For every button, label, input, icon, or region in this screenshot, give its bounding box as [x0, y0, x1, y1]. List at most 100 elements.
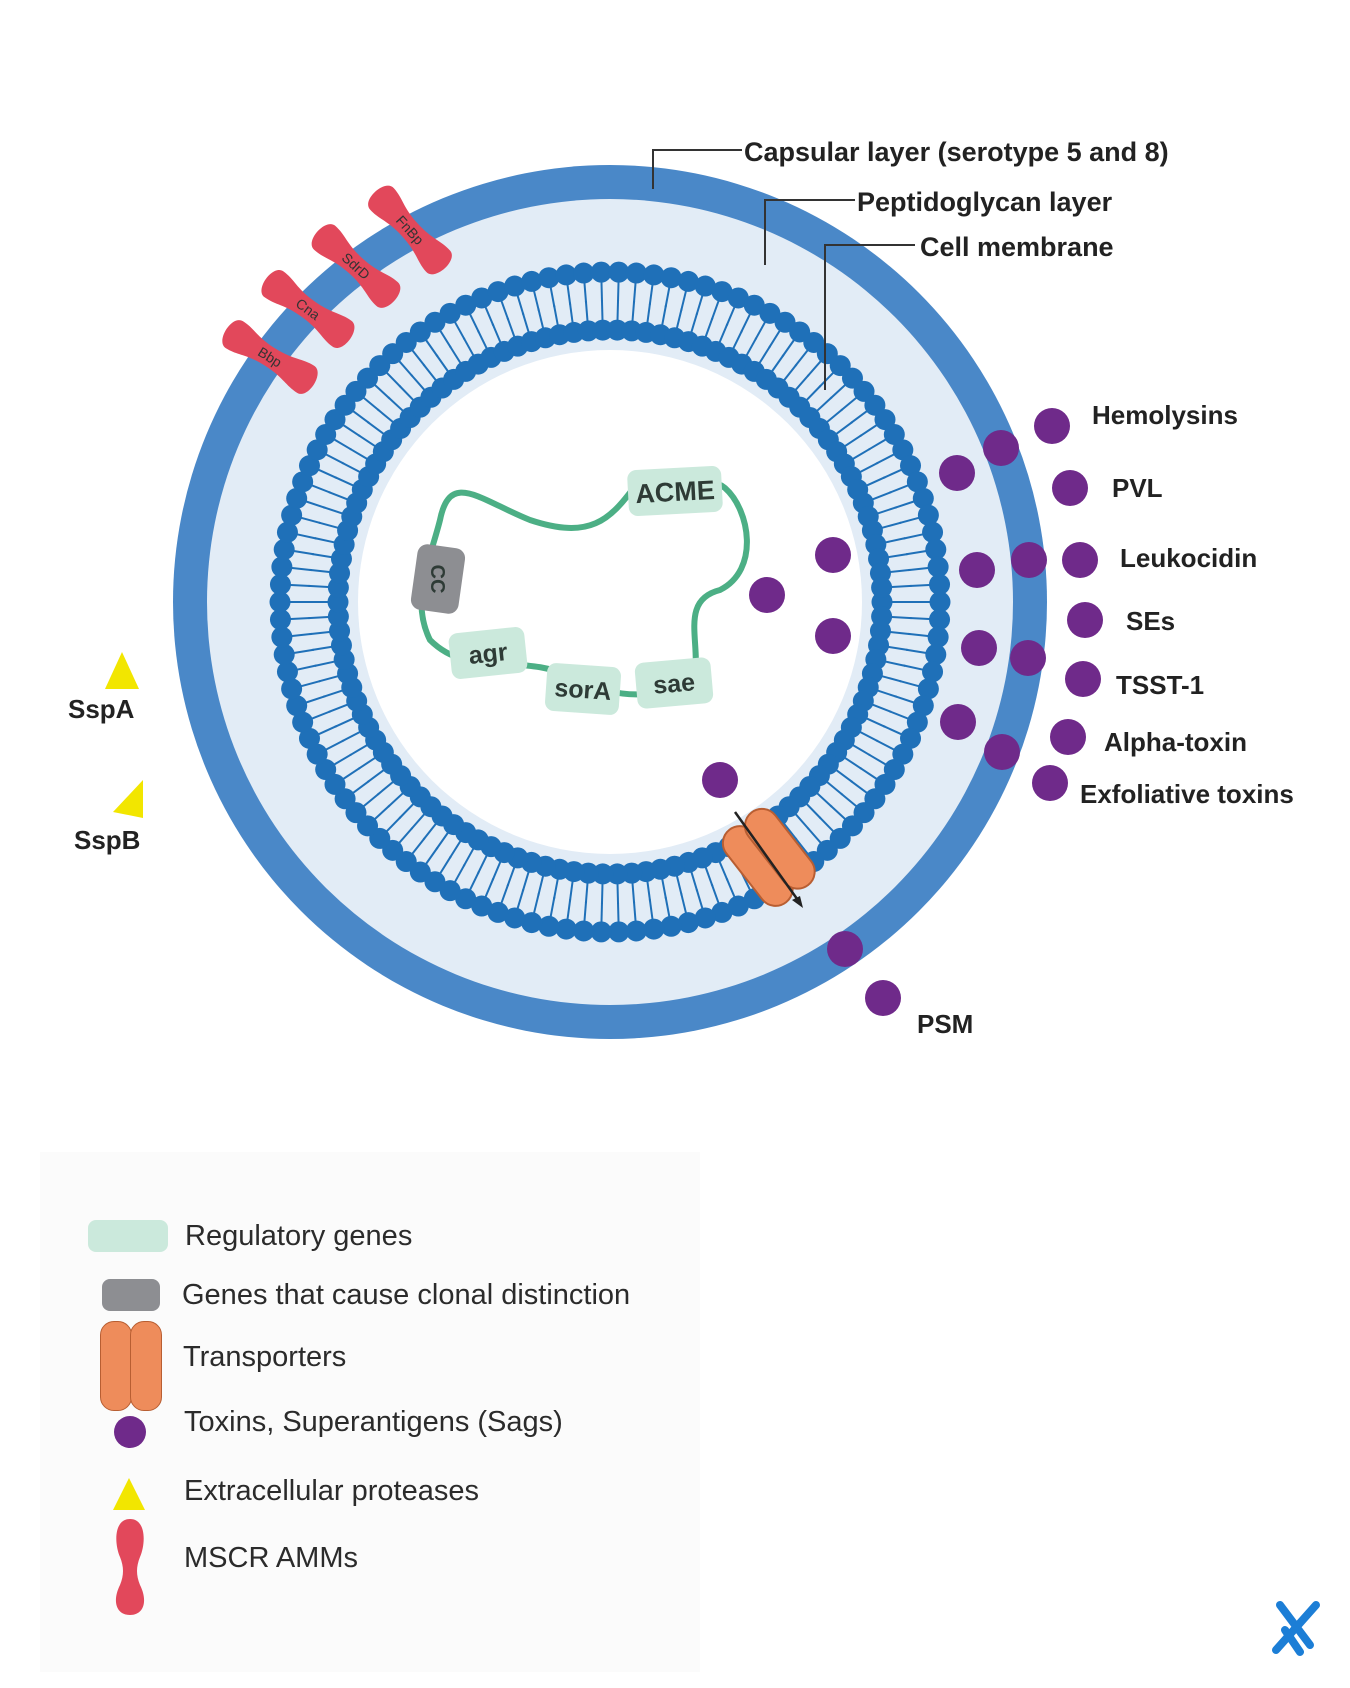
lipid-tail	[506, 317, 516, 339]
lipid-tail	[804, 384, 822, 403]
lipid-tail	[424, 846, 439, 867]
lipid-head	[906, 471, 928, 493]
lipid-tail	[675, 873, 683, 896]
lipid-tail	[448, 838, 463, 859]
svg-text:sae: sae	[652, 668, 696, 700]
lipid-tail	[793, 374, 810, 392]
lipid-tail	[889, 710, 911, 721]
lipid-tail	[660, 876, 667, 899]
gene-acme: ACME	[627, 466, 723, 516]
lipid-tail	[516, 888, 525, 911]
lipid-tail	[410, 812, 427, 830]
peptidoglycan-callout-line	[764, 199, 855, 265]
lipid-tail	[744, 337, 758, 358]
lipid-tail	[291, 549, 314, 556]
lipid-tail	[903, 532, 925, 540]
toxin-dot	[961, 630, 997, 666]
protease-sspb-label: SspB	[74, 825, 140, 855]
lipid-tail	[553, 876, 560, 899]
lipid-tail	[295, 532, 317, 540]
lipid-tail	[491, 323, 503, 345]
lipid-tail	[334, 476, 356, 488]
lipid-head	[900, 455, 922, 477]
lipid-tail	[422, 821, 438, 841]
toxin-label-exfoliative: Exfoliative toxins	[1080, 779, 1294, 809]
lipid-tail	[448, 345, 463, 366]
lipid-tail	[314, 660, 337, 667]
lipid-tail	[288, 583, 311, 588]
toxin-dot	[865, 980, 901, 1016]
lipid-tail	[909, 616, 932, 621]
lipid-tail	[664, 285, 671, 308]
lipid-tail	[299, 516, 321, 525]
lipid-tail	[850, 743, 871, 757]
lipid-tail	[815, 791, 833, 808]
lipid-head	[271, 556, 293, 578]
lipid-head	[912, 695, 934, 717]
lipid-tail	[899, 679, 921, 688]
transporter-icon	[100, 1321, 162, 1411]
lipid-tail	[376, 779, 396, 796]
lipid-head	[606, 863, 628, 885]
adhesin-icon	[115, 1519, 145, 1615]
lipid-head	[538, 267, 560, 289]
lipid-tail	[689, 312, 699, 335]
lipid-tail	[288, 616, 311, 621]
lipid-tail	[631, 300, 636, 323]
lipid-tail	[424, 337, 439, 358]
lipid-head	[487, 281, 509, 303]
lipid-tail	[834, 421, 854, 436]
lipid-tail	[600, 881, 604, 904]
lipid-head	[455, 888, 477, 910]
lipid-tail	[882, 725, 904, 736]
lipid-head	[694, 275, 716, 297]
lipid-head	[929, 609, 951, 631]
lipid-tail	[566, 282, 572, 305]
cytoplasm	[358, 350, 862, 854]
lipid-tail	[499, 883, 510, 906]
lipid-head	[538, 915, 560, 937]
lipid-head	[573, 920, 595, 942]
lipid-head	[555, 918, 577, 940]
toxin-dot	[1067, 602, 1103, 638]
lipid-tail	[840, 395, 859, 412]
lipid-tail	[314, 537, 337, 544]
toxin-label-ses: SEs	[1126, 606, 1175, 636]
lipid-tail	[468, 871, 480, 893]
lipid-tail	[477, 853, 489, 875]
lipid-tail	[616, 881, 620, 904]
lipid-tail	[859, 767, 879, 781]
lipid-tail	[398, 384, 416, 403]
lipid-tail	[909, 583, 932, 588]
lipid-tail	[815, 396, 833, 413]
regulatory-gene-swatch	[88, 1220, 168, 1252]
lipid-head	[306, 743, 328, 765]
lipid-tail	[875, 506, 898, 516]
lipid-tail	[366, 768, 386, 783]
lipid-head	[917, 678, 939, 700]
lipid-tail	[308, 615, 331, 620]
lipid-tail	[850, 447, 871, 461]
lipid-head	[871, 577, 893, 599]
lipid-tail	[289, 566, 312, 572]
lipid-tail	[422, 363, 438, 383]
lipid-head	[592, 319, 614, 341]
lipid-head	[573, 262, 595, 284]
lipid-tail	[894, 695, 917, 705]
lipid-tail	[768, 328, 782, 349]
lipid-tail	[704, 865, 714, 887]
lipid-tail	[568, 302, 574, 325]
toxin-label-alpha-toxin: Alpha-toxin	[1104, 727, 1247, 757]
protease-sspb-triangle	[113, 780, 143, 818]
gene-sae: sae	[634, 657, 714, 709]
lipid-tail	[883, 537, 906, 544]
transport-arrow	[733, 811, 802, 904]
toxin-dot	[939, 455, 975, 491]
protease-sspa-label: SspA	[68, 694, 135, 724]
lipid-tail	[710, 883, 721, 906]
lipid-tail	[664, 896, 671, 919]
lipid-head	[917, 504, 939, 526]
lipid-tail	[334, 716, 356, 728]
lipid-tail	[438, 328, 452, 349]
lipid-tail	[781, 337, 796, 358]
